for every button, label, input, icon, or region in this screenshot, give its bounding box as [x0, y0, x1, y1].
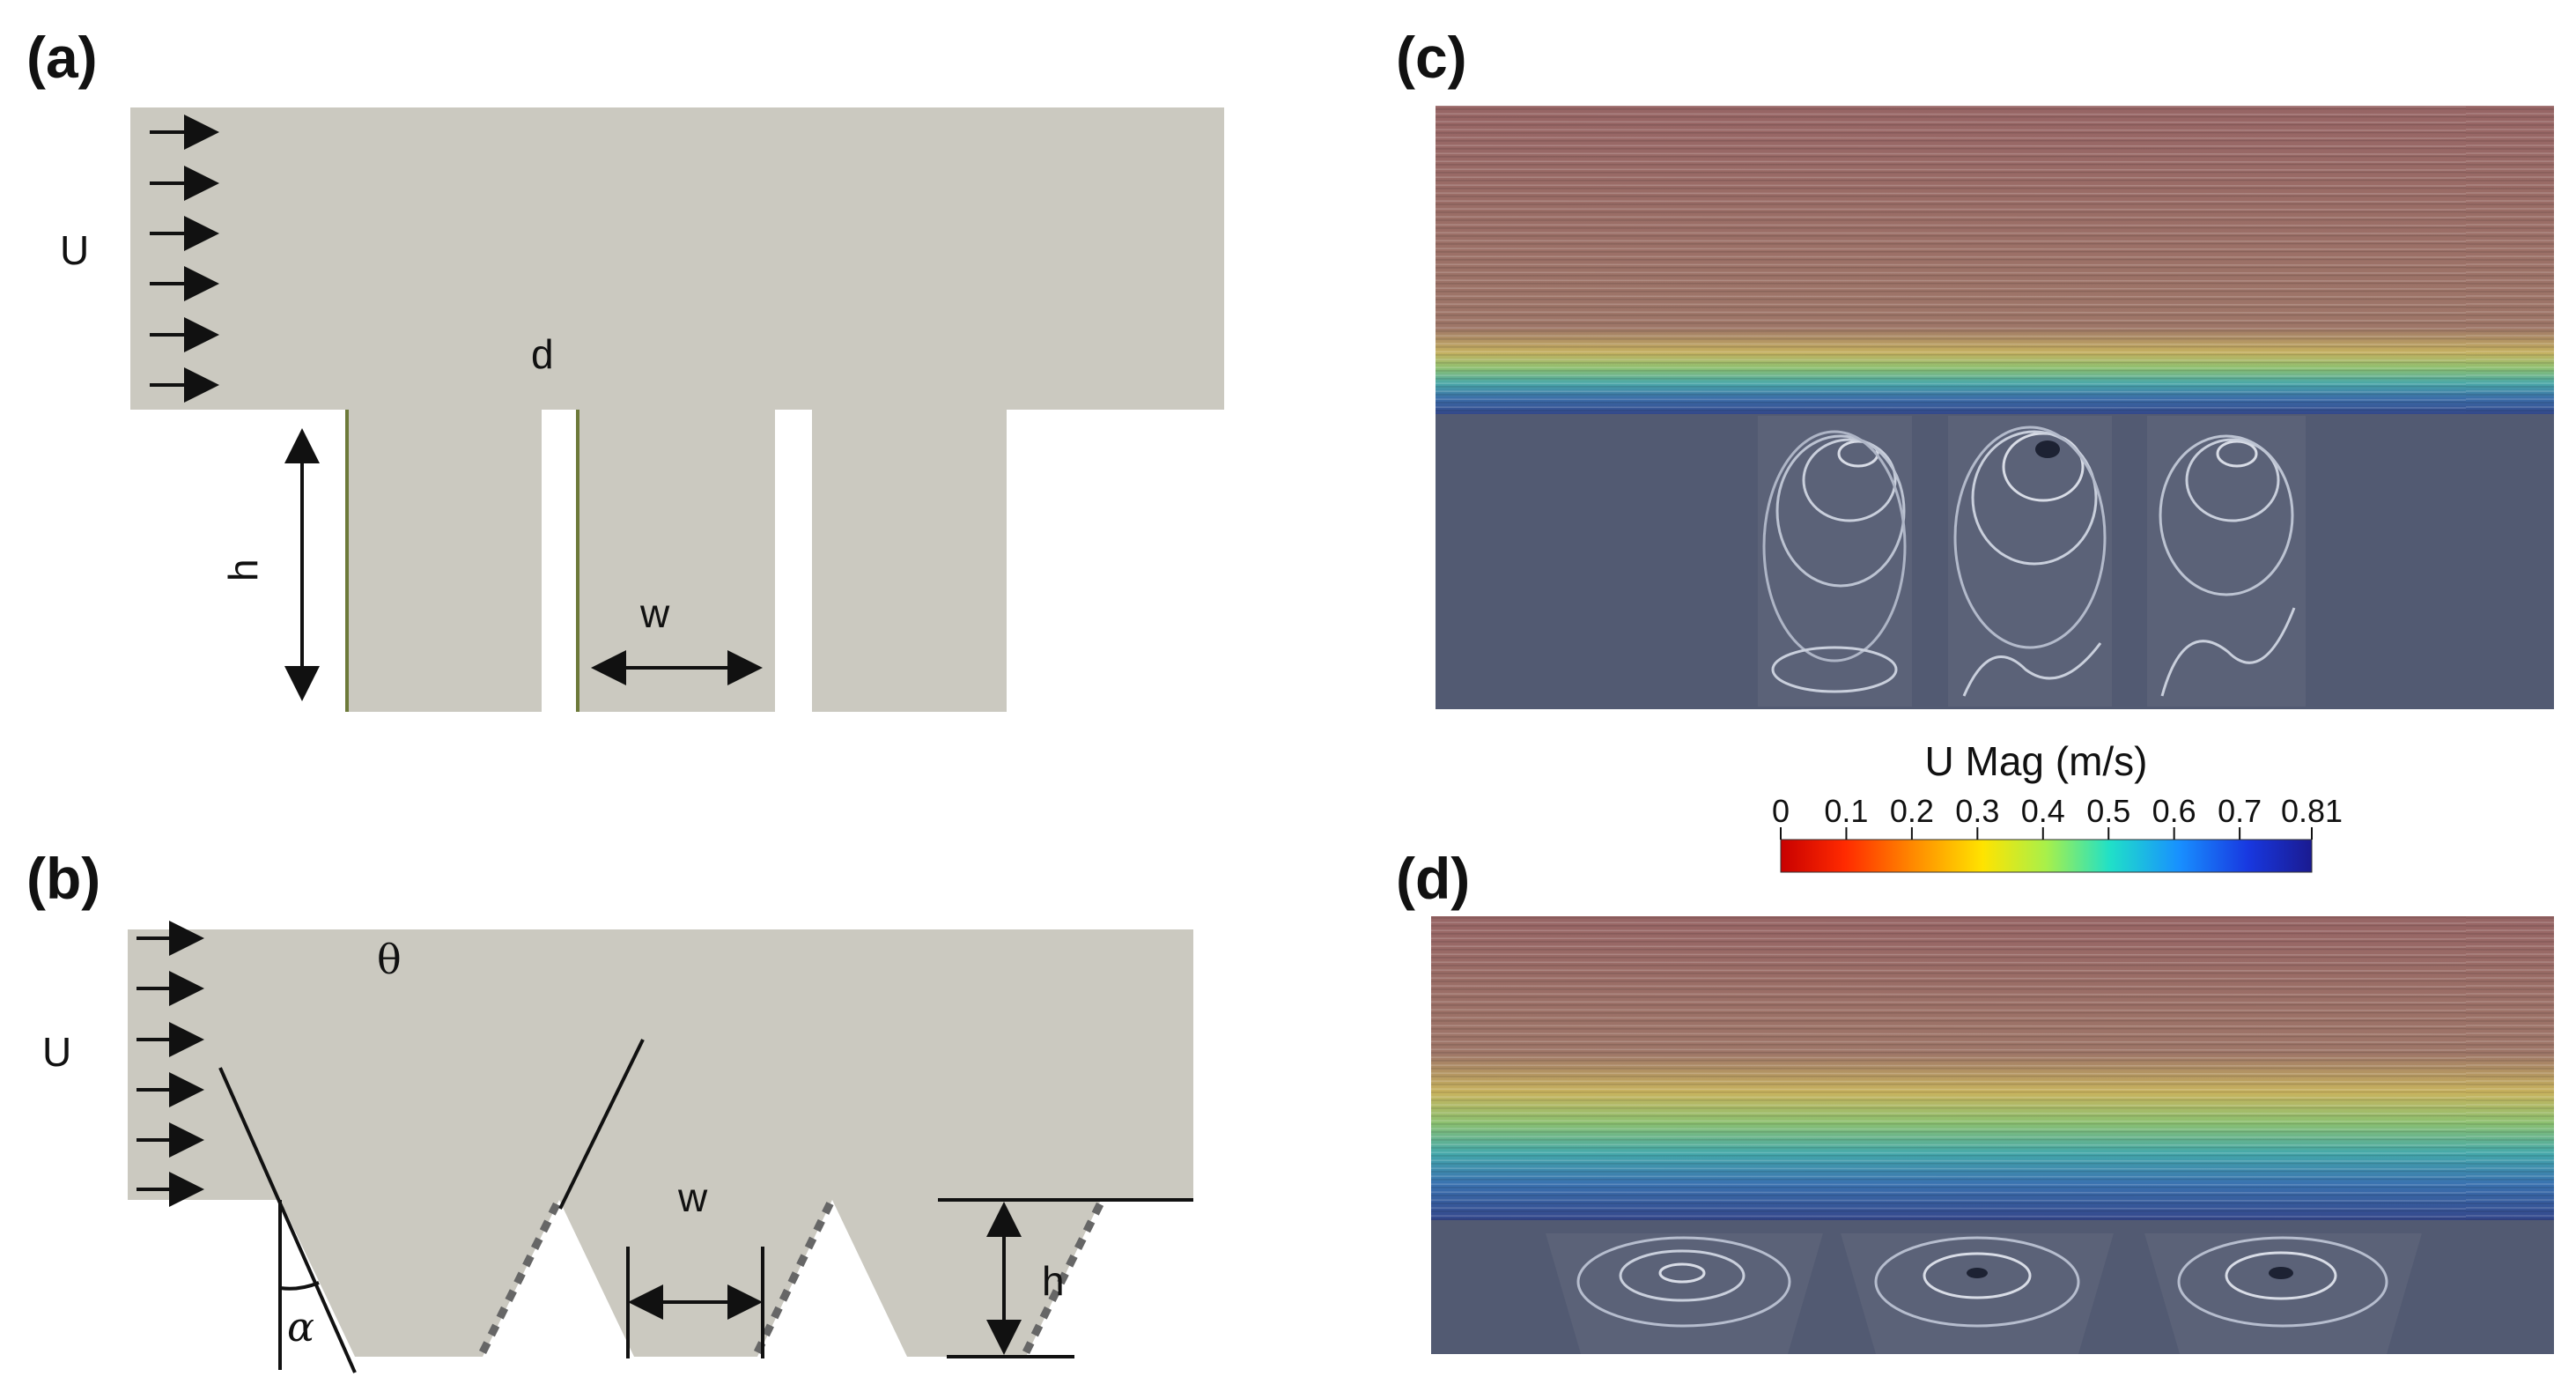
panel-b-slope-line-left	[218, 1067, 357, 1373]
colorbar-tick-label: 0.1	[1824, 793, 1868, 829]
panel-b: (b) U θ α w h	[26, 846, 1193, 1373]
panel-b-alpha-label: α	[287, 1303, 314, 1351]
panel-d-cavity	[1546, 1233, 1823, 1354]
colorbar-ticks: 0 0.1 0.2 0.3 0.4 0.5 0.6 0.7 0.81	[1772, 793, 2343, 840]
panel-c-label: (c)	[1396, 25, 1467, 90]
panel-b-inflow-arrows	[137, 921, 204, 1207]
colorbar-tick-label: 0.5	[2086, 793, 2130, 829]
panel-b-height-label: h	[1042, 1258, 1065, 1304]
panel-a-domain	[130, 107, 1224, 712]
colorbar: U Mag (m/s) 0 0.1 0.2 0.3 0.4 0.5 0.6 0.7 0.81	[1772, 738, 2343, 873]
colorbar-title: U Mag (m/s)	[1925, 738, 2148, 784]
panel-a-inflow-arrows	[150, 115, 219, 403]
colorbar-gradient	[1780, 839, 2313, 873]
colorbar-tick-label: 0.7	[2218, 793, 2262, 829]
panel-d-cavity	[1841, 1233, 2114, 1354]
panel-c-streaklines	[1436, 106, 2554, 414]
panel-b-slope-line-right	[558, 1039, 645, 1210]
panel-b-slope-wall	[478, 1200, 562, 1355]
panel-b-velocity-label: U	[42, 1029, 71, 1075]
panel-b-slope-wall	[1022, 1200, 1105, 1355]
panel-d-cavities	[1546, 1233, 2422, 1354]
panel-c-cavities	[1758, 416, 2306, 707]
panel-b-domain	[128, 929, 1193, 1357]
panel-d: (d)	[1396, 846, 2554, 1354]
panel-d-label: (d)	[1396, 846, 1470, 911]
panel-b-label: (b)	[26, 846, 100, 911]
panel-a-label: (a)	[26, 25, 98, 90]
panel-a-height-label: h	[220, 559, 266, 581]
panel-d-cavity	[2144, 1233, 2422, 1354]
colorbar-tick-label: 0.4	[2021, 793, 2065, 829]
panel-c-cavity	[1948, 416, 2112, 707]
panel-b-width-label: w	[677, 1174, 708, 1220]
panel-c-cavity	[2147, 416, 2306, 707]
colorbar-tick-label: 0.2	[1890, 793, 1934, 829]
panel-a-velocity-label: U	[60, 227, 89, 273]
colorbar-tick-label: 0.81	[2281, 793, 2343, 829]
panel-c: (c)	[1396, 25, 2554, 709]
colorbar-tick-label: 0.6	[2152, 793, 2196, 829]
colorbar-tick-label: 0	[1772, 793, 1790, 829]
panel-a-spacing-label: d	[531, 331, 554, 377]
panel-a-width-label: w	[639, 590, 670, 636]
panel-a: (a) U d h w	[26, 25, 1224, 712]
panel-d-streaklines	[1431, 916, 2554, 1220]
panel-b-slope-wall	[753, 1201, 835, 1354]
panel-b-theta-label: θ	[377, 936, 402, 983]
panel-b-alpha-arc	[279, 1281, 320, 1291]
panel-c-cavity	[1758, 416, 1912, 707]
colorbar-tick-label: 0.3	[1955, 793, 1999, 829]
